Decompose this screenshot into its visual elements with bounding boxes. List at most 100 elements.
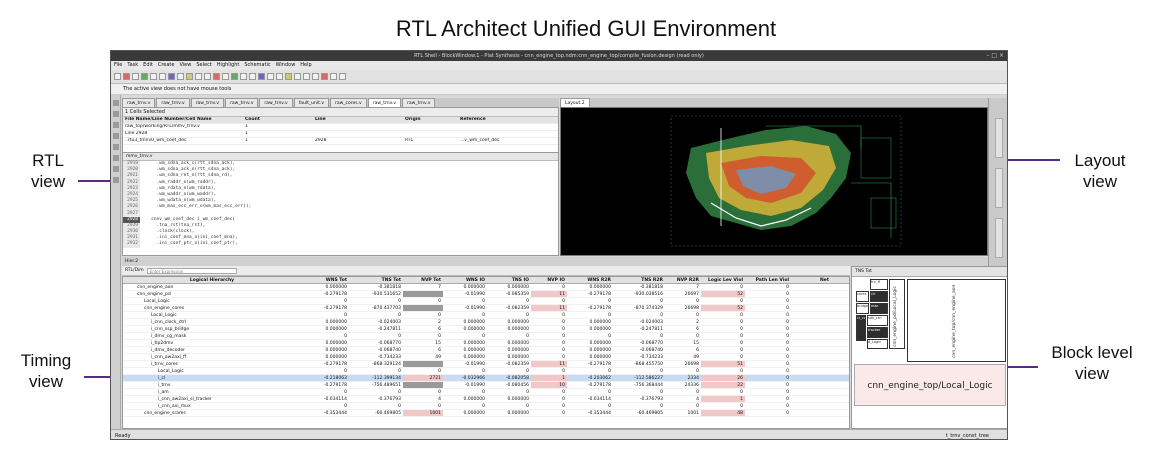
timing-column-header[interactable]: Path Len Viol <box>755 278 789 283</box>
toolbar-button-icon[interactable] <box>303 73 310 80</box>
menu-item-highlight[interactable]: Highlight <box>216 62 240 68</box>
tab-rtl-file[interactable]: fault_unit.v <box>293 98 329 107</box>
code-line[interactable]: 2932 .ini_coef_ptr_o(ini_coef_ptr), <box>123 241 558 248</box>
block-tracker[interactable]: tracker <box>867 327 888 338</box>
code-line[interactable]: 2928 cnnv_wm_coef_dec i_wm_coef_dec( <box>123 216 558 223</box>
menu-item-view[interactable]: View <box>179 62 192 68</box>
toolbar-button-icon[interactable] <box>141 73 148 80</box>
block-trv-ff[interactable]: trv_ff <box>870 279 888 290</box>
side-panel-tab[interactable] <box>995 118 1003 158</box>
code-line[interactable]: 2921 .wm_sdna_ret_o(rtt_sdna_rd), <box>123 173 558 180</box>
toolbar-button-icon[interactable] <box>231 73 238 80</box>
tool-icon[interactable] <box>112 122 119 128</box>
code-line[interactable]: 2923 .wm_rdata_o(wm_rdata), <box>123 185 558 192</box>
timing-table-row[interactable]: cnn_engine_pd-0.279178-930.531652-0.0199… <box>123 291 849 298</box>
hier-tab[interactable]: Hier.2 <box>122 257 988 266</box>
toolbar-button-icon[interactable] <box>186 73 193 80</box>
block-sdk-ctrl[interactable]: sdk_ctrl <box>867 315 888 326</box>
tab-rtl-file[interactable]: raw_trnv.v <box>156 98 190 107</box>
window-controls[interactable]: – □ × <box>986 52 1004 59</box>
menu-item-create[interactable]: Create <box>157 62 175 68</box>
timing-table-row[interactable]: i_cnn_aw2axi_sl_tracker-0.034114-0.37679… <box>123 396 849 403</box>
tool-icon[interactable] <box>112 155 119 161</box>
block-cl-core[interactable]: cl_core <box>856 315 866 341</box>
timing-column-header[interactable]: NVP Tot <box>421 278 441 283</box>
timing-column-header[interactable]: WNS Tot <box>325 278 347 283</box>
timing-column-header[interactable]: WNS IO <box>465 278 485 283</box>
timing-column-header[interactable]: TNS R2R <box>641 278 663 283</box>
block-clr[interactable]: clr <box>870 291 888 302</box>
code-line[interactable]: 2924 .wm_waddr_o(wm_waddr), <box>123 191 558 199</box>
side-panel-tab[interactable] <box>995 218 1003 258</box>
toolbar-button-icon[interactable] <box>294 73 301 80</box>
tool-icon[interactable] <box>112 177 119 183</box>
tab-rtl-file[interactable]: raw_trnv.v <box>402 98 436 107</box>
tab-layout[interactable]: Layout.2 <box>560 98 590 107</box>
tool-icon[interactable] <box>112 111 119 117</box>
toolbar-button-icon[interactable] <box>258 73 265 80</box>
timing-column-header[interactable]: NVP R2R <box>676 278 699 283</box>
filter-mode[interactable]: RTL/Dim <box>125 268 144 273</box>
menu-item-schematic[interactable]: Schematic <box>244 62 271 68</box>
tab-rtl-file[interactable]: raw_cores.v <box>330 98 367 107</box>
toolbar-button-icon[interactable] <box>168 73 175 80</box>
toolbar-button-icon[interactable] <box>240 73 247 80</box>
toolbar-button-icon[interactable] <box>195 73 202 80</box>
block-engine-top[interactable] <box>907 279 1006 362</box>
block-bridge[interactable]: bridge <box>856 303 869 314</box>
code-line[interactable]: 2925 .wm_wdata_o(wm_wdata), <box>123 198 558 205</box>
toolbar-button-icon[interactable] <box>213 73 220 80</box>
code-line[interactable]: 2920 .wm_sdna_ack_o(rtt_sdna_ack), <box>123 167 558 174</box>
menu-item-file[interactable]: File <box>114 62 123 68</box>
toolbar-button-icon[interactable] <box>276 73 283 80</box>
block-cores[interactable]: cores <box>856 291 869 302</box>
tool-icon[interactable] <box>112 100 119 106</box>
toolbar-button-icon[interactable] <box>123 73 130 80</box>
tab-rtl-file[interactable]: raw_trnv.v <box>367 98 402 107</box>
tab-rtl-file[interactable]: raw_trnv.v <box>225 98 259 107</box>
code-line[interactable]: 2927 <box>123 210 558 217</box>
toolbar-button-icon[interactable] <box>330 73 337 80</box>
block-d-logic[interactable]: d_Logic <box>867 339 888 349</box>
tab-rtl-file[interactable]: raw_trnv.v <box>122 98 156 107</box>
code-line[interactable]: 2922 .wm_raddr_o(wm_raddr), <box>123 179 558 186</box>
tool-icon[interactable] <box>112 144 119 150</box>
timing-column-header[interactable]: Logical Hierarchy <box>189 278 235 283</box>
timing-table-row[interactable]: cnn_engine_cores-0.279178-870.437703-0.0… <box>123 305 849 312</box>
code-editor[interactable]: mmv_trnv.v 2919 .wm_sdna_ack_c(rtt_sdna_… <box>123 152 558 255</box>
toolbar-button-icon[interactable] <box>249 73 256 80</box>
toolbar-button-icon[interactable] <box>285 73 292 80</box>
timing-column-header[interactable]: WNS R2R <box>587 278 611 283</box>
block-engine-aon[interactable] <box>889 279 905 349</box>
menu-item-edit[interactable]: Edit <box>143 62 153 68</box>
side-panel-tab[interactable] <box>995 168 1003 208</box>
timing-column-header[interactable]: NVP IO <box>547 278 565 283</box>
timing-column-header[interactable]: TNS Tot <box>381 278 401 283</box>
timing-column-header[interactable]: TNS IO <box>511 278 529 283</box>
timing-table-row[interactable]: i_trnv_cores-0.279178-868.329124-0.01990… <box>123 361 849 368</box>
toolbar-button-icon[interactable] <box>114 73 121 80</box>
menu-item-task[interactable]: Task <box>127 62 139 68</box>
toolbar-button-icon[interactable] <box>312 73 319 80</box>
toolbar-button-icon[interactable] <box>321 73 328 80</box>
selected-block-name[interactable]: cnn_engine_top/Local_Logic <box>854 364 1006 406</box>
menu-item-select[interactable]: Select <box>196 62 212 68</box>
toolbar-button-icon[interactable] <box>339 73 346 80</box>
tab-rtl-file[interactable]: raw_trnv.v <box>190 98 225 107</box>
layout-view[interactable] <box>560 107 988 256</box>
tool-icon[interactable] <box>112 166 119 172</box>
toolbar-button-icon[interactable] <box>204 73 211 80</box>
timing-table-row[interactable]: i_trnv-0.279178-756.489651-0.01990-0.080… <box>123 382 849 389</box>
code-line[interactable]: 2926 .wm_mas_ecc_err_o(wm_mas_ecc_err)); <box>123 204 558 211</box>
